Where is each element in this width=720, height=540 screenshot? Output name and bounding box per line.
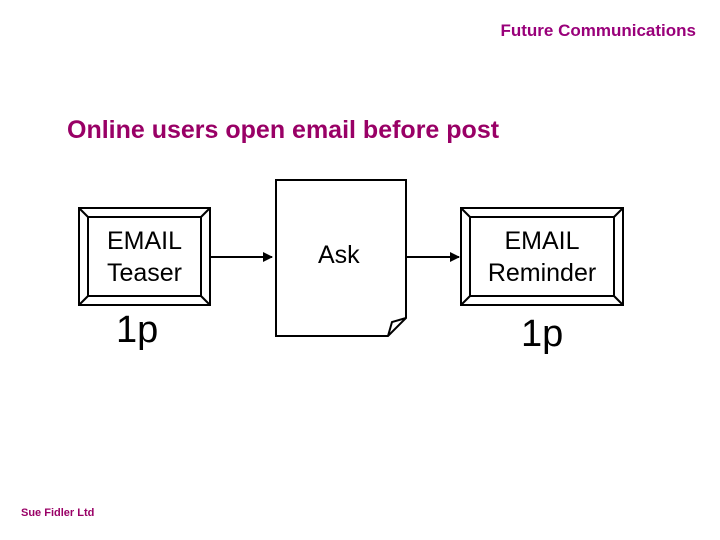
teaser-price: 1p xyxy=(116,309,159,351)
email-reminder-box xyxy=(460,207,624,306)
email-teaser-line1: EMAIL xyxy=(106,227,183,255)
header-title: Future Communications xyxy=(500,21,696,40)
footer-text: Sue Fidler Ltd xyxy=(21,507,95,519)
email-reminder-line2: Reminder xyxy=(487,259,597,287)
email-reminder-line1: EMAIL xyxy=(504,227,580,255)
reminder-price: 1p xyxy=(521,313,564,355)
slide-title: Online users open email before post xyxy=(67,116,500,144)
email-teaser-box xyxy=(78,207,211,306)
ask-document xyxy=(275,179,407,337)
email-teaser-label: EMAIL Teaser xyxy=(88,225,201,289)
email-teaser-line2: Teaser xyxy=(106,259,183,287)
email-reminder-label: EMAIL Reminder xyxy=(470,225,614,289)
ask-label: Ask xyxy=(318,241,360,269)
